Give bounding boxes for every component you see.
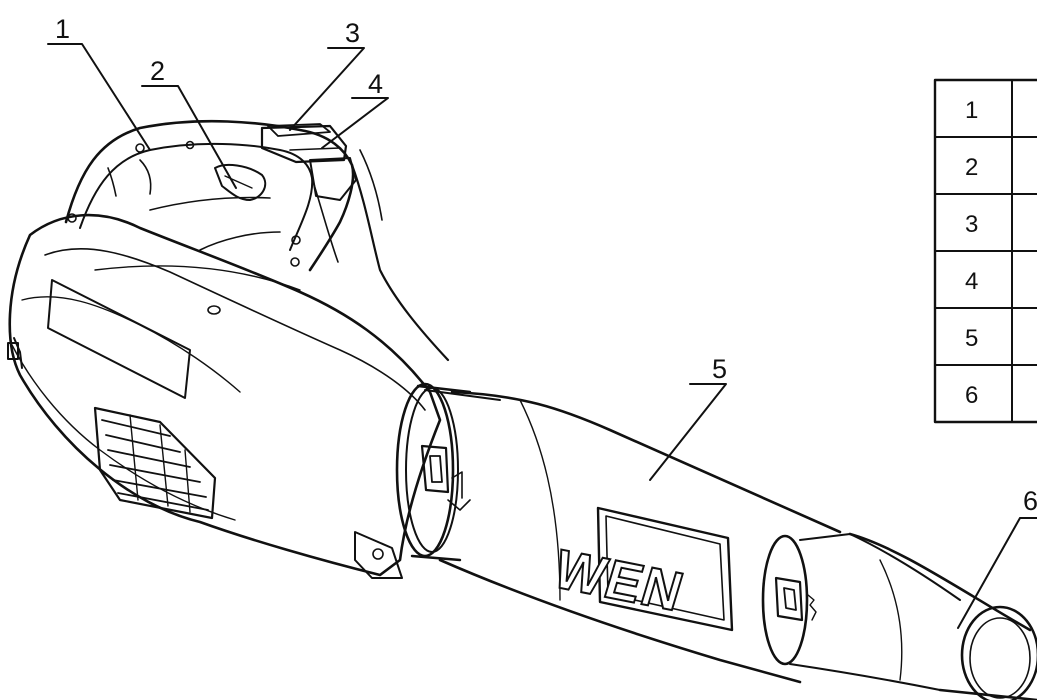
parts-table: 1 2 3 4 5 6	[933, 78, 1037, 424]
callout-6: 6	[957, 486, 1037, 629]
callout-1: 1	[47, 14, 151, 151]
intake-grille	[93, 406, 217, 520]
table-row-number: 1	[965, 97, 978, 124]
callout-number: 6	[1023, 486, 1037, 516]
callout-4: 4	[321, 69, 389, 149]
blower-illustration: WEN	[7, 119, 1037, 700]
callout-3: 3	[289, 18, 365, 131]
handle	[64, 119, 450, 362]
callout-number: 5	[712, 354, 727, 384]
table-row-number: 2	[965, 154, 978, 181]
speed-switch	[260, 123, 357, 201]
tube-collar	[395, 382, 501, 562]
table-row-number: 5	[965, 325, 978, 352]
table-row-number: 3	[965, 211, 978, 238]
callout-2: 2	[141, 56, 237, 189]
callout-number: 4	[368, 69, 383, 99]
callout-number: 3	[345, 18, 360, 48]
trigger	[214, 163, 267, 201]
callout-number: 2	[150, 56, 165, 86]
table-row-number: 6	[965, 382, 978, 409]
callout-5: 5	[649, 354, 727, 481]
blower-tube: WEN	[438, 390, 1037, 700]
table-row-number: 4	[965, 268, 978, 295]
callout-number: 1	[55, 14, 70, 44]
